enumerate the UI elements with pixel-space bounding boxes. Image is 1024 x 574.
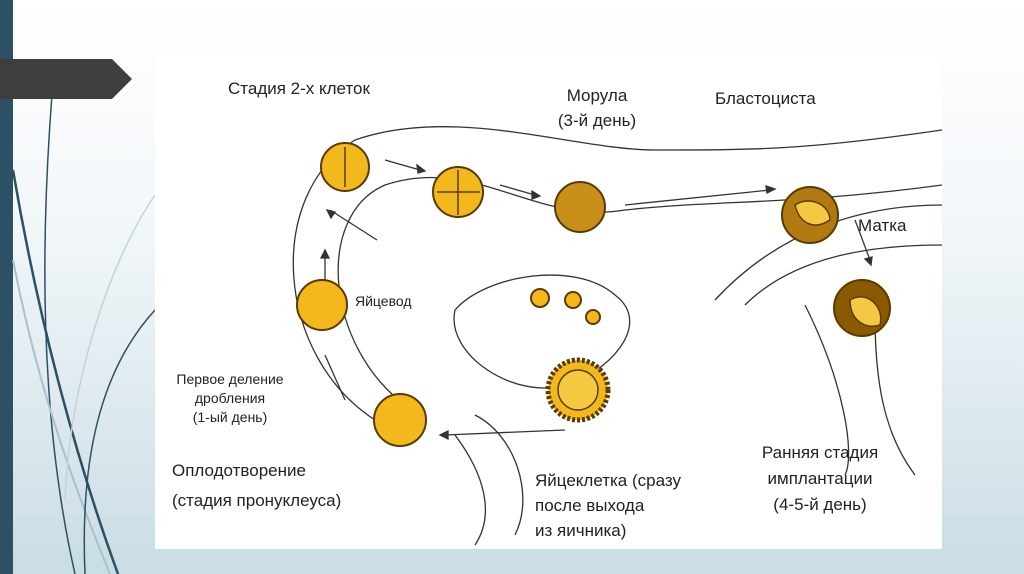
label-egg-2: после выхода [535,496,645,515]
label-uterus: Матка [858,216,907,235]
slide-accent-bar [0,0,13,574]
label-morula: Морула [566,86,628,105]
cell-morula [554,181,606,233]
label-fertilization-1: Оплодотворение [172,461,306,480]
label-morula-day: (3-й день) [557,111,637,130]
label-first-division-3: (1-ый день) [192,409,268,425]
label-fertilization-2: (стадия пронуклеуса) [172,491,342,510]
label-blastocyst: Бластоциста [715,89,816,108]
label-implantation-3: (4-5-й день) [773,495,867,514]
label-egg-1: Яйцеклетка (сразу [535,471,681,490]
title-tag [0,59,112,99]
label-egg-3: из яичника) [535,521,627,540]
diagram-drawing [292,126,942,546]
label-first-division-1: Первое деление [176,371,284,387]
title-tag-arrow [112,59,132,99]
label-first-division-2: дробления [194,390,266,406]
embryo-development-diagram: Стадия 2-х клеток Морула (3-й день) Блас… [155,55,942,549]
label-implantation-2: имплантации [767,469,873,488]
label-implantation-1: Ранняя стадия [761,443,879,462]
cell-first-division [296,279,348,331]
decorative-curves [11,94,156,574]
cell-zygote [373,393,427,447]
label-two-cell-stage: Стадия 2-х клеток [228,79,370,98]
label-oviduct: Яйцевод [355,293,412,309]
